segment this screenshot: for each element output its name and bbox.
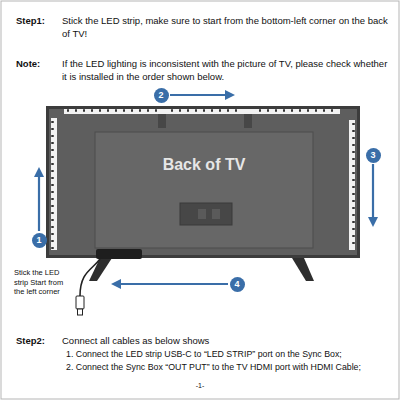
note-text: If the LED lighting is inconsistent with… bbox=[62, 57, 388, 83]
arrow-head bbox=[225, 90, 235, 100]
callout-text: 1 bbox=[36, 236, 41, 245]
instruction-item: 1. Connect the LED strip USB-C to “LED S… bbox=[66, 348, 392, 360]
callout-text: 2 bbox=[158, 91, 163, 100]
node-text: Back of TV bbox=[163, 156, 246, 174]
tv-back-panel bbox=[49, 109, 357, 255]
callout-number: 2 bbox=[154, 88, 169, 103]
instruction-text: Stick the LED strip, make sure to start … bbox=[62, 14, 388, 40]
tv-back-label: Back of TV bbox=[95, 132, 313, 198]
tv-bracket bbox=[180, 203, 232, 225]
tv-port bbox=[198, 209, 206, 219]
callout-number: 3 bbox=[366, 148, 381, 163]
direction-arrow bbox=[38, 176, 40, 231]
usb-connector bbox=[76, 296, 84, 309]
tv-hook bbox=[244, 114, 252, 128]
instruction-text: Connect all cables as below shows bbox=[62, 334, 388, 347]
sync-box bbox=[96, 249, 142, 259]
led-strip bbox=[64, 109, 340, 114]
tv-port bbox=[212, 209, 220, 219]
callout-text: 4 bbox=[234, 280, 239, 289]
tv-center-panel bbox=[95, 132, 313, 248]
direction-arrow bbox=[372, 164, 374, 218]
led-dots bbox=[67, 109, 333, 112]
led-strip bbox=[51, 118, 57, 250]
note-heading: Note: bbox=[16, 57, 60, 70]
usb-cable bbox=[80, 259, 100, 296]
callout-number: 1 bbox=[32, 233, 47, 248]
callout-text: 3 bbox=[370, 151, 375, 160]
tv-leg bbox=[292, 258, 314, 281]
callout-number: 4 bbox=[230, 277, 245, 292]
step-heading: Step2: bbox=[16, 334, 60, 347]
led-dots bbox=[51, 121, 54, 249]
leader-note: Stick the LED strip Start from the left … bbox=[14, 268, 72, 297]
usb-plug bbox=[78, 309, 83, 315]
page-number: -1- bbox=[150, 381, 250, 390]
arrow-head bbox=[34, 167, 44, 177]
tv-hook bbox=[158, 114, 166, 128]
direction-arrow bbox=[120, 283, 228, 285]
arrow-head bbox=[368, 217, 378, 227]
led-dots bbox=[352, 123, 355, 244]
instruction-item: 2. Connect the Sync Box “OUT PUT” to the… bbox=[66, 361, 392, 373]
tv-leg bbox=[89, 258, 112, 281]
led-strip bbox=[349, 120, 355, 250]
tv-bezel bbox=[46, 106, 360, 258]
arrow-head bbox=[111, 279, 121, 289]
direction-arrow bbox=[170, 94, 226, 96]
step-heading: Step1: bbox=[16, 14, 60, 27]
